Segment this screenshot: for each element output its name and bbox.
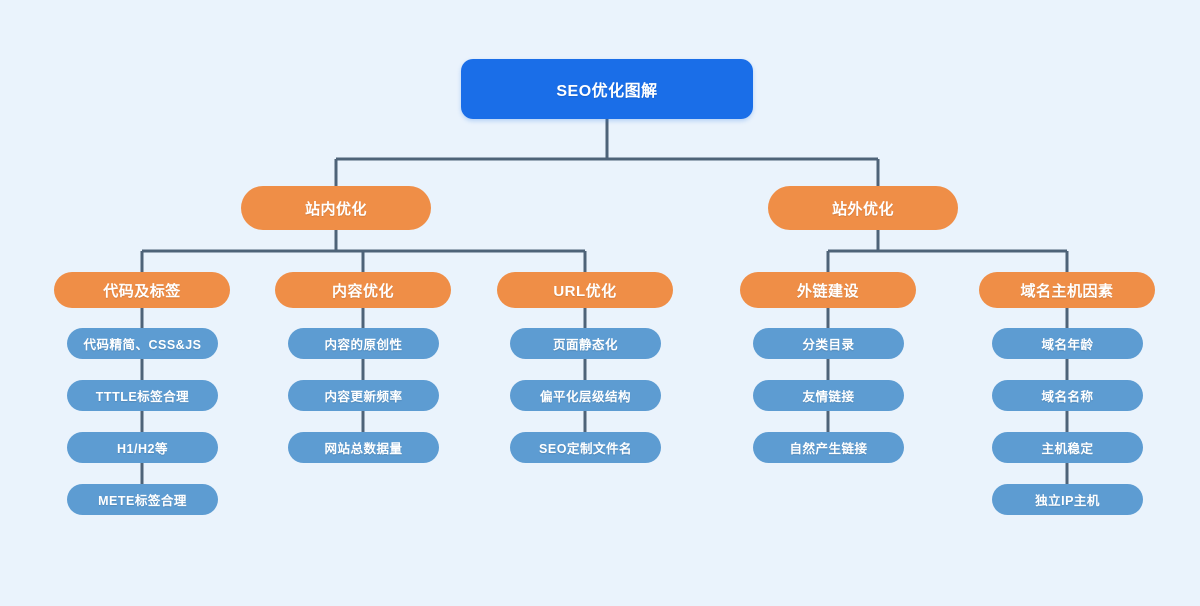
leaf-node[interactable]: 分类目录 — [753, 328, 904, 359]
leaf-node[interactable]: H1/H2等 — [67, 432, 218, 463]
leaf-node[interactable]: 独立IP主机 — [992, 484, 1143, 515]
leaf-node[interactable]: 偏平化层级结构 — [510, 380, 661, 411]
node-root[interactable]: SEO优化图解 — [461, 59, 753, 119]
node-category-code-tags[interactable]: 代码及标签 — [54, 272, 230, 308]
leaf-node[interactable]: 网站总数据量 — [288, 432, 439, 463]
leaf-node[interactable]: 自然产生链接 — [753, 432, 904, 463]
leaf-node[interactable]: 代码精简、CSS&JS — [67, 328, 218, 359]
leaf-node[interactable]: METE标签合理 — [67, 484, 218, 515]
leaf-node[interactable]: 内容更新频率 — [288, 380, 439, 411]
leaf-node[interactable]: 页面静态化 — [510, 328, 661, 359]
node-category-content-opt[interactable]: 内容优化 — [275, 272, 451, 308]
leaf-node[interactable]: 域名名称 — [992, 380, 1143, 411]
node-category-backlinks[interactable]: 外链建设 — [740, 272, 916, 308]
leaf-node[interactable]: SEO定制文件名 — [510, 432, 661, 463]
leaf-node[interactable]: 内容的原创性 — [288, 328, 439, 359]
leaf-node[interactable]: 域名年龄 — [992, 328, 1143, 359]
node-category-url-opt[interactable]: URL优化 — [497, 272, 673, 308]
node-branch-offsite[interactable]: 站外优化 — [768, 186, 958, 230]
node-category-domain-host[interactable]: 域名主机因素 — [979, 272, 1155, 308]
leaf-node[interactable]: 友情链接 — [753, 380, 904, 411]
node-branch-onsite[interactable]: 站内优化 — [241, 186, 431, 230]
leaf-node[interactable]: 主机稳定 — [992, 432, 1143, 463]
leaf-node[interactable]: TTTLE标签合理 — [67, 380, 218, 411]
